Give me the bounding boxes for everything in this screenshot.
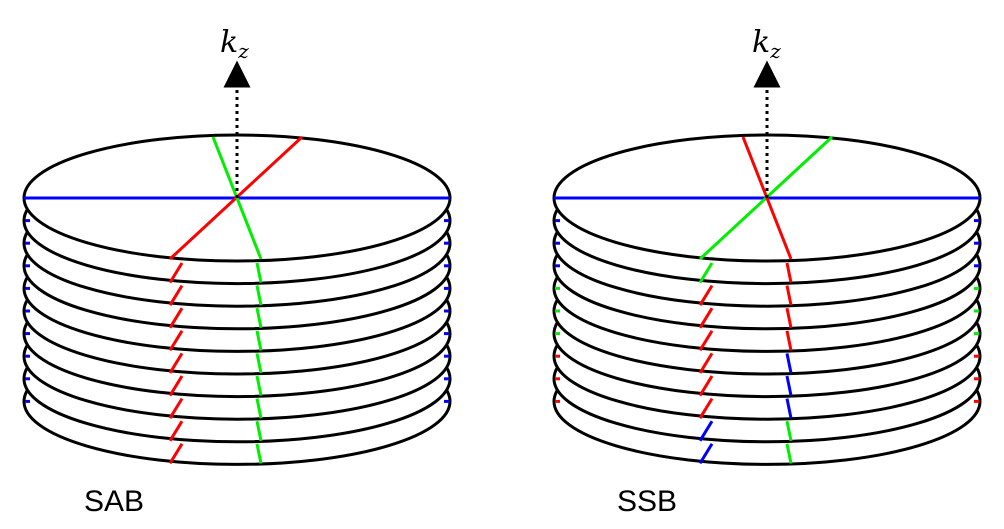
ssb-layer-front-line-b — [785, 285, 793, 306]
sab-panel — [22, 60, 452, 466]
sab-layer-front-line-b — [255, 262, 263, 283]
sab-panel-label: SAB — [84, 485, 144, 518]
sab-layer-front-line-b — [255, 443, 263, 464]
ssb-layer-front-line-b — [785, 375, 793, 396]
ssb-layer-front-line-a — [698, 284, 714, 306]
sab-layer-front-line-a — [168, 443, 184, 465]
ssb-layer-front-line-a — [698, 420, 714, 442]
sab-layer-front-line-a — [168, 262, 184, 284]
ssb-layer-front-line-a — [698, 443, 714, 465]
kz-axis-label-left: kz — [220, 25, 249, 63]
sab-layer-front-line-a — [168, 420, 184, 442]
sab-layer-front-line-a — [168, 352, 184, 374]
sab-layer-front-line-a — [168, 284, 184, 306]
sab-layer-front-line-b — [255, 285, 263, 306]
sab-layer-front-line-b — [255, 375, 263, 396]
ssb-panel-label: SSB — [617, 485, 677, 518]
ssb-layer-front-line-a — [698, 330, 714, 352]
ssb-layer-front-line-b — [785, 420, 793, 442]
ssb-layer-front-line-b — [785, 353, 793, 374]
ssb-layer-front-line-b — [785, 262, 793, 283]
ssb-layer-front-line-a — [698, 262, 714, 284]
ssb-layer-front-line-a — [698, 307, 714, 329]
sab-layer-front-line-a — [168, 375, 184, 397]
ssb-layer-front-line-a — [698, 375, 714, 397]
kz-axis-label-right: kz — [752, 25, 781, 63]
sab-layer-front-line-a — [168, 330, 184, 352]
ssb-layer-front-line-b — [785, 443, 793, 464]
ssb-layer-front-line-a — [698, 352, 714, 374]
ssb-panel — [552, 60, 982, 466]
sab-layer-front-line-b — [255, 420, 263, 442]
sab-layer-front-line-a — [168, 397, 184, 419]
sab-layer-front-line-b — [255, 307, 263, 329]
sab-layer-front-line-a — [168, 307, 184, 329]
sab-layer-front-line-b — [255, 353, 263, 374]
ssb-layer-front-line-b — [785, 330, 793, 351]
sab-layer-front-line-b — [255, 330, 263, 351]
ssb-layer-front-line-a — [698, 397, 714, 419]
ssb-layer-front-line-b — [785, 307, 793, 329]
ssb-layer-front-line-b — [785, 398, 793, 419]
sab-layer-front-line-b — [255, 398, 263, 419]
